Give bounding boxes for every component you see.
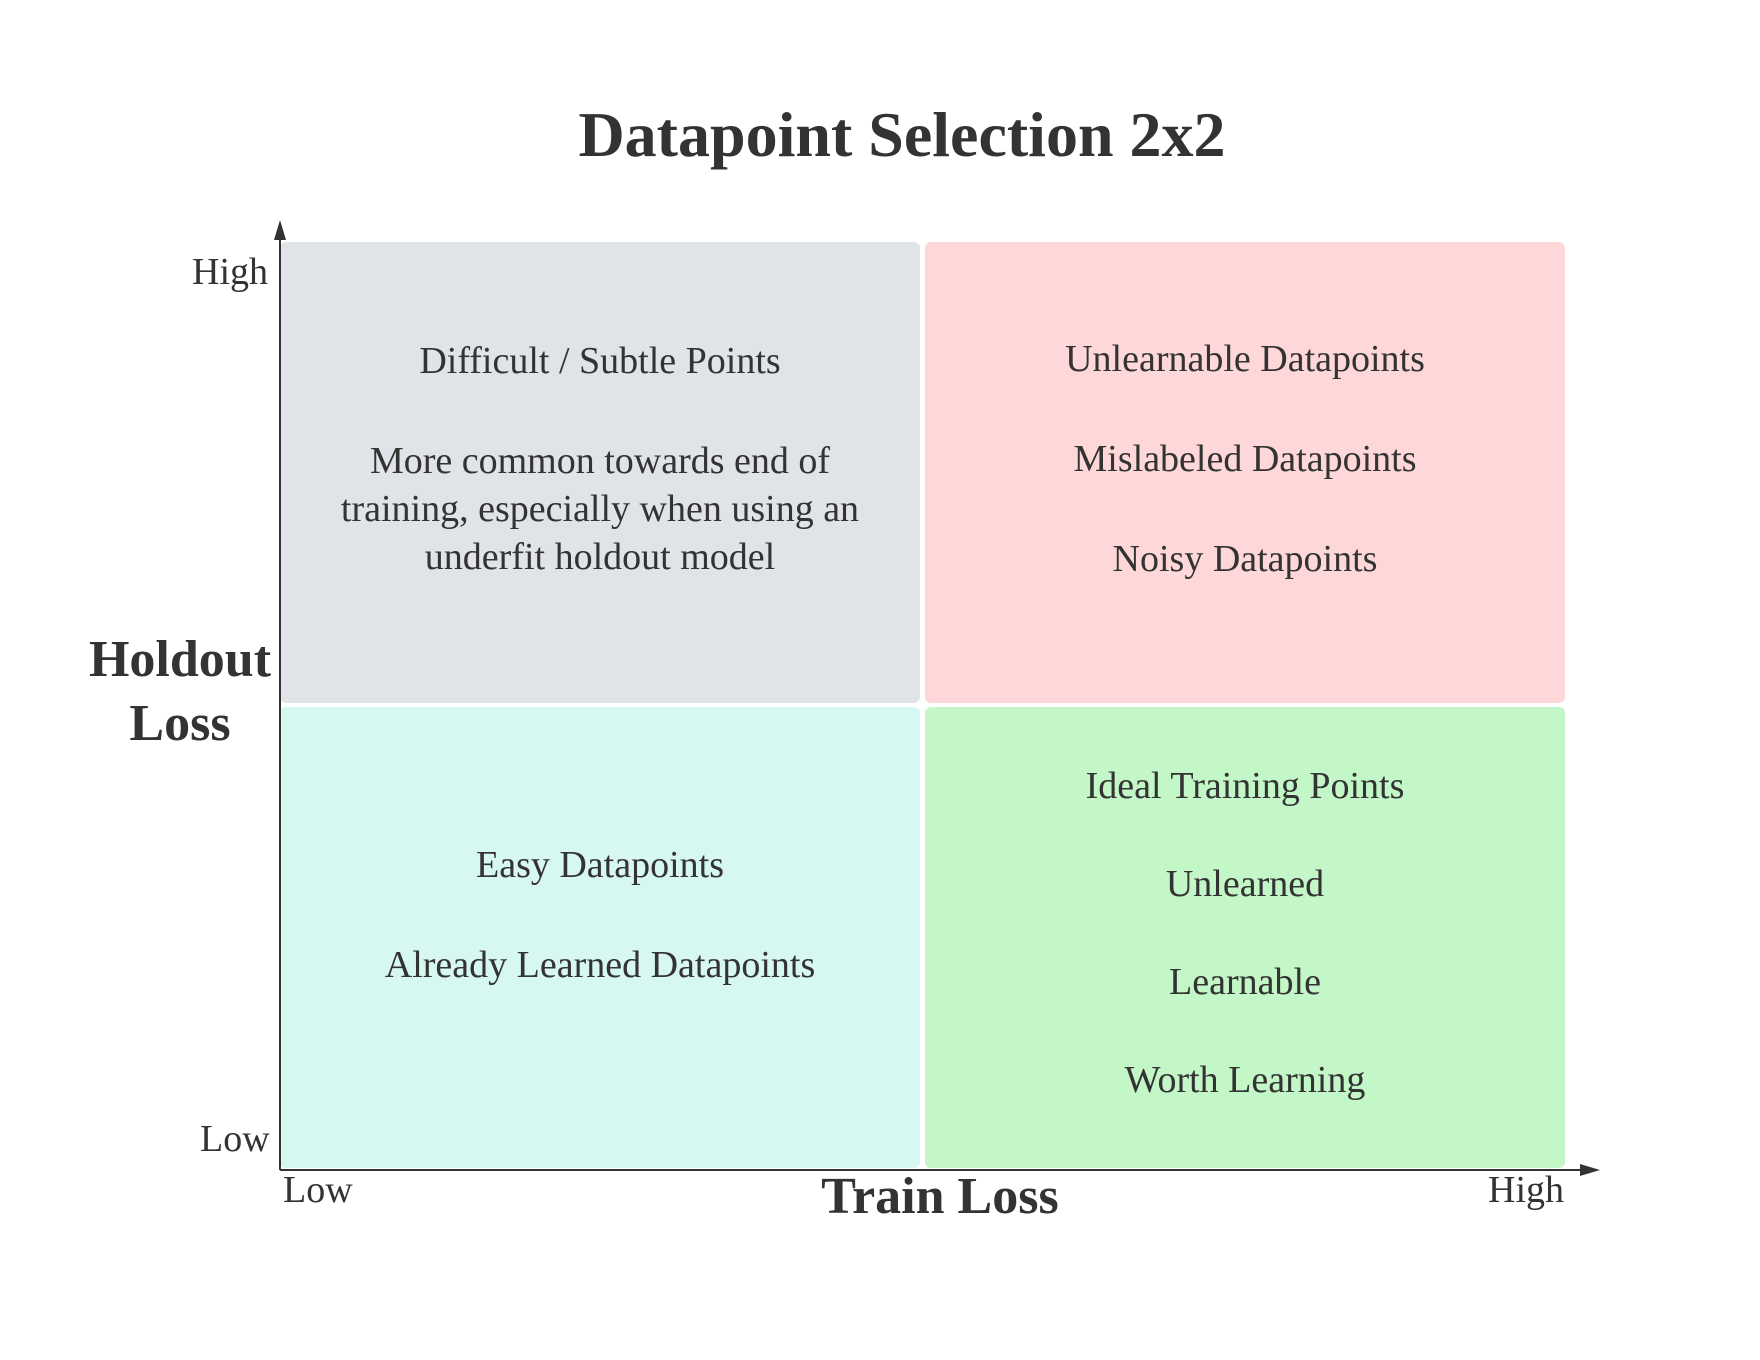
quadrant-content: Easy Datapoints Already Learned Datapoin… [385, 841, 816, 989]
quadrant-item: Unlearnable Datapoints [1065, 337, 1425, 380]
quadrant-item: Learnable [1169, 960, 1321, 1003]
quadrant-difficult-subtle: Difficult / Subtle Points More common to… [280, 242, 920, 703]
quadrant-item: Easy Datapoints [475, 844, 724, 886]
x-axis-arrow-icon [1580, 1164, 1600, 1176]
quadrant-description: More common towards end of training, esp… [340, 439, 860, 578]
x-axis-title: Train Loss [821, 1168, 1059, 1225]
diagram-title: Datapoint Selection 2x2 [578, 99, 1226, 170]
quadrant-item: Mislabeled Datapoints [1073, 437, 1417, 480]
quadrant-content: Difficult / Subtle Points More common to… [315, 340, 885, 581]
y-axis-high-label: High [192, 251, 268, 293]
y-axis-low-label: Low [200, 1118, 270, 1160]
y-axis-title: Holdout Loss [88, 631, 272, 752]
quadrant-item: Worth Learning [1124, 1058, 1366, 1101]
quadrant-content: Ideal Training Points Unlearned Learnabl… [1086, 762, 1405, 1104]
quadrant-content: Unlearnable Datapoints Mislabeled Datapo… [1065, 335, 1425, 583]
quadrant-item: Noisy Datapoints [1112, 537, 1378, 580]
quadrant-ideal: Ideal Training Points Unlearned Learnabl… [925, 707, 1565, 1168]
quadrant-item: Ideal Training Points [1085, 764, 1405, 807]
y-axis-arrow-icon [274, 220, 286, 240]
x-axis-low-label: Low [283, 1169, 353, 1211]
quadrant-item: Already Learned Datapoints [384, 944, 816, 986]
x-axis-high-label: High [1488, 1169, 1564, 1211]
quadrant-title: Difficult / Subtle Points [419, 339, 781, 382]
quadrant-easy: Easy Datapoints Already Learned Datapoin… [280, 707, 920, 1168]
quadrant-item: Unlearned [1165, 862, 1325, 905]
quadrant-unlearnable: Unlearnable Datapoints Mislabeled Datapo… [925, 242, 1565, 703]
